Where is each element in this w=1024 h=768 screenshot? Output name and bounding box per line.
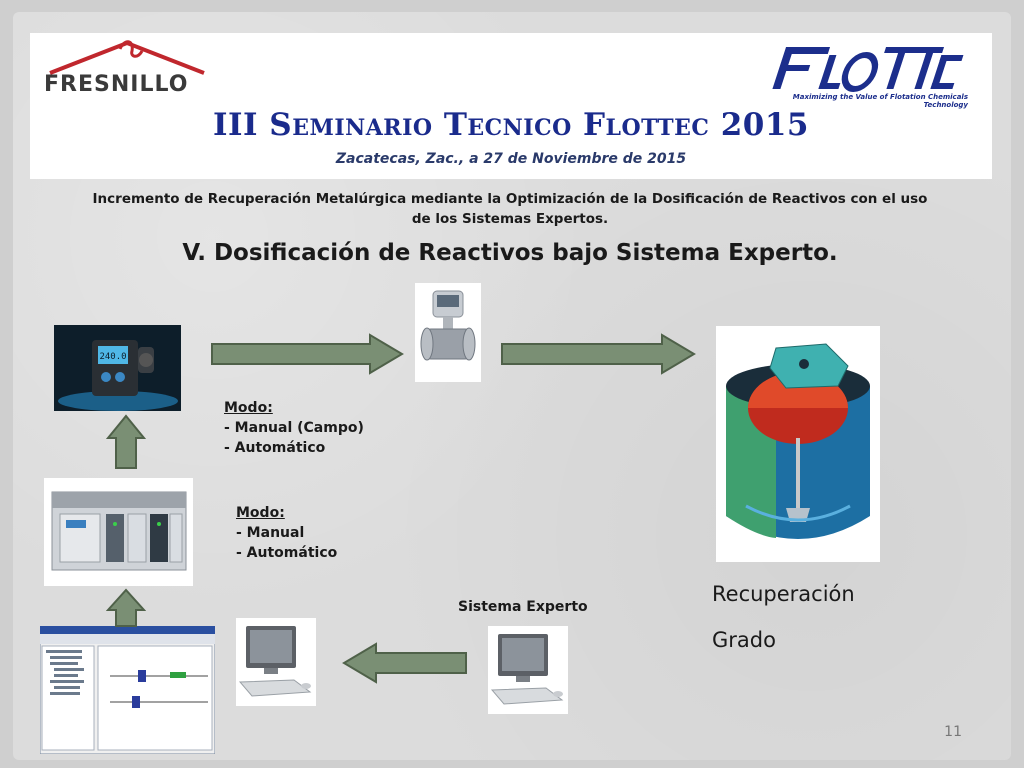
flottec-tagline: Maximizing the Value of Flotation Chemic… bbox=[792, 93, 968, 109]
computer-icon bbox=[236, 618, 316, 706]
mode-plc-item-2: - Automático bbox=[236, 545, 338, 561]
expert-system-label: Sistema Experto bbox=[458, 599, 588, 615]
output-recuperacion: Recuperación bbox=[712, 582, 855, 606]
mode-pump-label: Modo: - Manual (Campo) - Automático bbox=[224, 398, 364, 458]
mode-plc-label: Modo: - Manual - Automático bbox=[236, 503, 337, 563]
arrow-up-software-to-plc bbox=[106, 588, 146, 627]
slide-description: Incremento de Recuperación Metalúrgica m… bbox=[40, 189, 980, 229]
mode-plc-heading: Modo: bbox=[236, 505, 285, 521]
mode-plc-item-1: - Manual bbox=[236, 525, 305, 541]
arrow-up-plc-to-pump bbox=[106, 414, 146, 469]
fresnillo-logo-text: FRESNILLO bbox=[44, 72, 189, 97]
seminar-subtitle: Zacatecas, Zac., a 27 de Noviembre de 20… bbox=[335, 151, 687, 167]
arrow-right-flowmeter-to-cell bbox=[501, 333, 696, 375]
description-line-1: Incremento de Recuperación Metalúrgica m… bbox=[92, 191, 928, 207]
pump-display-text: 240.0 bbox=[99, 352, 126, 362]
flottec-logo bbox=[772, 47, 964, 92]
output-grado: Grado bbox=[712, 628, 776, 652]
description-line-2: de los Sistemas Expertos. bbox=[411, 211, 609, 227]
arrow-left-expert-to-computer bbox=[342, 642, 467, 684]
dosing-pump-icon: 240.0 bbox=[54, 325, 181, 411]
mode-pump-heading: Modo: bbox=[224, 400, 273, 416]
flotation-cell-icon bbox=[716, 326, 880, 562]
page-number: 11 bbox=[944, 724, 962, 740]
mode-pump-item-2: - Automático bbox=[224, 440, 326, 456]
header-banner: FRESNILLO Maximizing the Value of Flotat… bbox=[30, 33, 992, 179]
seminar-title: III Seminario Tecnico Flottec 2015 bbox=[213, 107, 809, 143]
plc-controller-icon bbox=[44, 478, 193, 586]
flowmeter-icon bbox=[415, 283, 481, 382]
arrow-right-pump-to-flowmeter bbox=[211, 333, 404, 375]
mode-pump-item-1: - Manual (Campo) bbox=[224, 420, 364, 436]
software-screenshot-icon bbox=[40, 626, 215, 754]
fresnillo-logo bbox=[49, 40, 205, 75]
expert-system-computer-icon bbox=[488, 626, 568, 714]
section-title: V. Dosificación de Reactivos bajo Sistem… bbox=[182, 240, 838, 266]
